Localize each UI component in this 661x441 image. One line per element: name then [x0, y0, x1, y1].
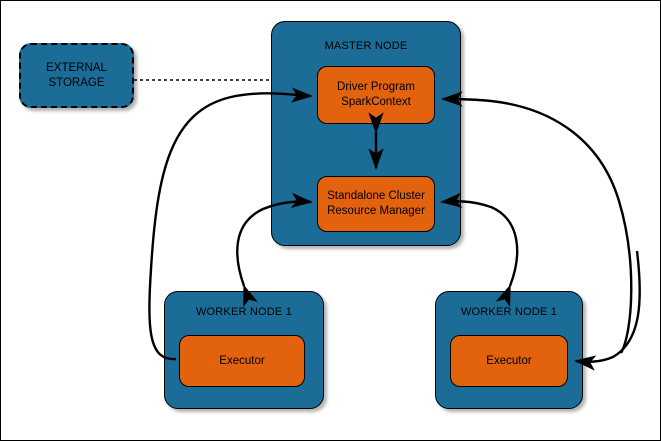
cluster-manager-label-line2: Resource Manager — [327, 205, 425, 217]
master-node-title: MASTER NODE — [324, 40, 408, 52]
box-cluster-resource-manager[interactable]: Standalone Cluster Resource Manager — [317, 176, 435, 232]
external-storage-label-line2: STORAGE — [48, 76, 105, 89]
driver-program-label-line1: Driver Program — [337, 81, 415, 93]
executor-right-label: Executor — [486, 354, 532, 367]
cluster-manager-label-line1: Standalone Cluster — [327, 190, 425, 202]
worker-left-title: WORKER NODE 1 — [195, 306, 293, 318]
box-executor-right[interactable]: Executor — [450, 335, 568, 387]
worker-right-title: WORKER NODE 1 — [460, 306, 558, 318]
driver-program-label-line2: SparkContext — [341, 96, 411, 108]
node-external-storage[interactable]: EXTERNAL STORAGE — [19, 43, 134, 108]
box-driver-program[interactable]: Driver Program SparkContext — [317, 66, 435, 124]
external-storage-label: EXTERNAL STORAGE — [21, 45, 132, 106]
box-executor-left[interactable]: Executor — [179, 335, 305, 387]
external-storage-label-line1: EXTERNAL — [46, 61, 107, 74]
edge-driver-to-right-executor — [574, 250, 641, 371]
executor-left-label: Executor — [219, 354, 265, 367]
